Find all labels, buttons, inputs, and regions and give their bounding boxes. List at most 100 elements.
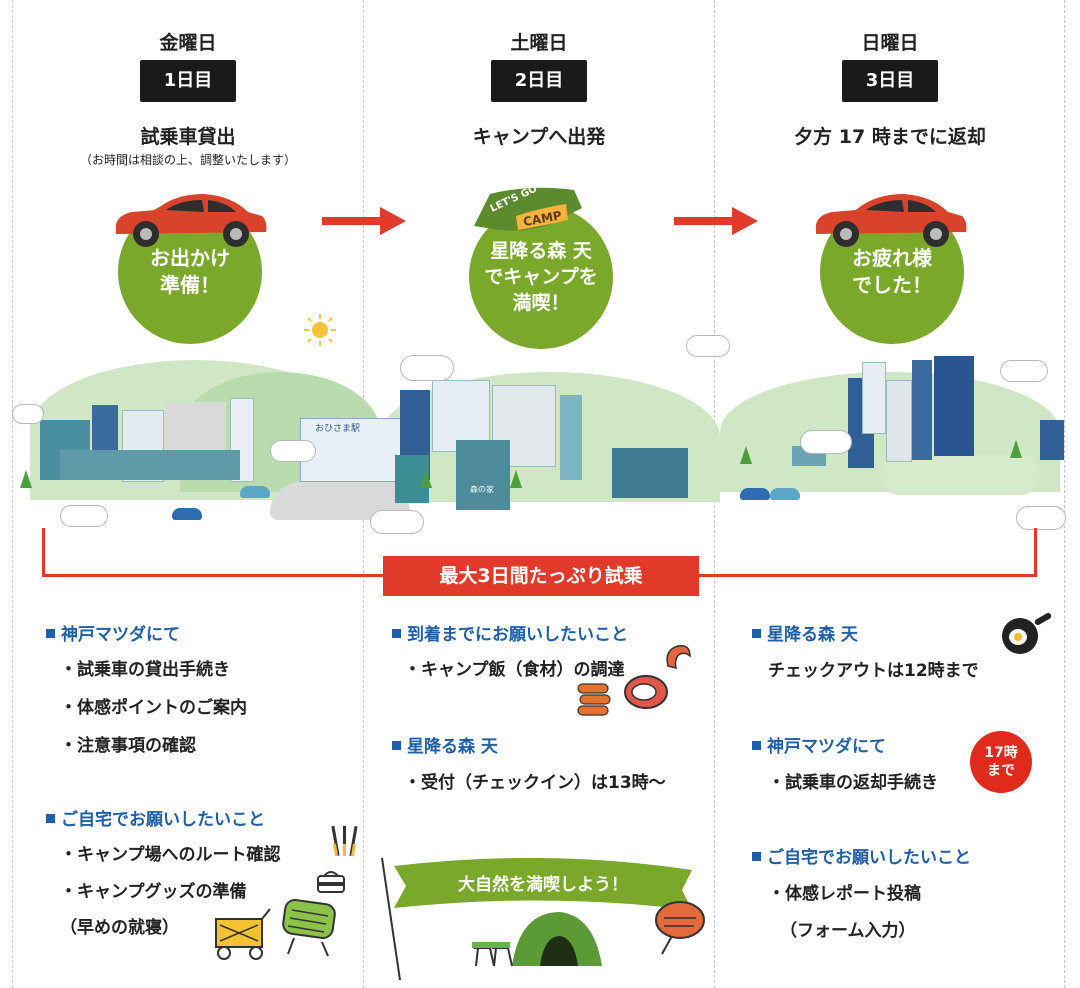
list-item: （早めの就寝） <box>60 918 179 938</box>
ribbon-text: 大自然を満喫しよう！ <box>458 874 628 895</box>
building <box>862 362 886 434</box>
camp-cart-icon <box>215 908 271 960</box>
list-item: ・キャンプ飯（食材）の調達 <box>404 660 625 680</box>
cooler-icon <box>317 871 345 893</box>
section-title-text: 神戸マツダにて <box>767 737 886 757</box>
bullet-square <box>392 741 401 750</box>
nature-ribbon: 大自然を満喫しよう！ <box>394 857 692 910</box>
circle-line: 準備！ <box>160 273 220 297</box>
deadline-badge-line: 17時 <box>984 745 1018 761</box>
divider-line <box>12 0 13 988</box>
divider-line <box>1064 0 1065 988</box>
list-item: チェックアウトは12時まで <box>768 661 979 681</box>
building <box>1040 420 1064 460</box>
section-title: 神戸マツダにて <box>46 620 180 645</box>
building <box>886 380 912 462</box>
circle-line: 星降る森 天 <box>490 240 592 262</box>
tree <box>510 470 522 488</box>
station-building: おひさま駅 <box>300 418 402 482</box>
section-title-text: 星降る森 天 <box>407 737 498 757</box>
day-note: （お時間は相談の上、調整いたします） <box>79 153 296 167</box>
section-title: 到着までにお願いしたいこと <box>392 620 628 645</box>
section-title-text: ご自宅でお願いしたいこと <box>61 810 265 830</box>
section-title: ご自宅でお願いしたいこと <box>752 843 971 868</box>
building <box>934 356 974 456</box>
tree <box>1010 440 1022 458</box>
car <box>172 508 202 520</box>
car <box>240 486 270 498</box>
list-item: ・キャンプグッズの準備 <box>60 882 247 902</box>
arrow-right-icon <box>322 207 406 235</box>
list-item: ・体感レポート投稿 <box>768 884 921 904</box>
circle-line: お出かけ <box>150 246 230 270</box>
list-item: ・体感ポイントのご案内 <box>60 698 247 718</box>
bullet-square <box>752 741 761 750</box>
cloud <box>400 355 454 381</box>
utensils-icon <box>331 825 358 857</box>
cloud <box>270 440 316 462</box>
circle-line: でキャンプを <box>484 266 598 288</box>
list-item: ・試乗車の貸出手続き <box>60 660 230 680</box>
weekday-label: 日曜日 <box>861 32 919 54</box>
day-headline: 試乗車貸出 <box>140 126 236 148</box>
bullet-square <box>752 852 761 861</box>
bbq-meat-icon <box>655 901 705 955</box>
deadline-badge-line: まで <box>987 763 1015 779</box>
tent-icon <box>472 912 602 967</box>
day-headline: キャンプへ出発 <box>472 126 606 148</box>
cloud <box>12 404 44 424</box>
weekday-label: 金曜日 <box>159 32 217 54</box>
list-item: （フォーム入力） <box>780 921 916 941</box>
section-title-text: 星降る森 天 <box>767 625 858 645</box>
circle-line: お疲れ様 <box>852 246 932 270</box>
station-sign: おひさま駅 <box>315 424 361 434</box>
cloud <box>686 335 730 357</box>
list-item: ・試乗車の返却手続き <box>768 773 938 793</box>
section-title: 神戸マツダにて <box>752 732 886 757</box>
cloud <box>1016 506 1066 530</box>
car <box>740 488 770 500</box>
day-headline: 夕方 17 時までに返却 <box>794 126 986 148</box>
car-icon <box>115 194 267 247</box>
section-title-text: 到着までにお願いしたいこと <box>407 625 628 645</box>
sausage-icon <box>577 683 611 716</box>
camp-sign-bottom: CAMP <box>522 208 563 229</box>
circle-line: 満喫！ <box>512 292 570 314</box>
section-title: ご自宅でお願いしたいこと <box>46 805 265 830</box>
bullet-square <box>392 629 401 638</box>
flag-pole <box>381 857 401 981</box>
timeline-line <box>1034 528 1037 577</box>
building <box>612 448 688 498</box>
weekday-label: 土曜日 <box>510 32 568 54</box>
sun-icon <box>304 314 336 346</box>
circle-line: でした！ <box>852 273 932 297</box>
building <box>60 450 240 480</box>
deadline-badge: 17時 まで <box>970 731 1032 793</box>
tree <box>20 470 32 488</box>
bullet-square <box>752 629 761 638</box>
camp-sign: LET'S GO CAMP <box>474 186 582 231</box>
lodge-sign: 森の家 <box>470 485 494 494</box>
bullet-square <box>46 629 55 638</box>
section-title-text: 神戸マツダにて <box>61 625 180 645</box>
cloud <box>1000 360 1048 382</box>
tree <box>740 446 752 464</box>
tree <box>420 470 432 488</box>
day-badge: 3日目 <box>842 60 938 102</box>
list-item: ・注意事項の確認 <box>60 736 196 756</box>
list-item: ・キャンプ場へのルート確認 <box>60 845 281 865</box>
lodge-building: 森の家 <box>456 440 510 510</box>
bullet-square <box>46 814 55 823</box>
cloud <box>60 505 108 527</box>
steak-icon <box>624 675 668 709</box>
section-title-text: ご自宅でお願いしたいこと <box>767 848 971 868</box>
grill-icon <box>282 898 336 957</box>
period-banner: 最大3日間たっぷり試乗 <box>383 556 699 596</box>
list-item: ・受付（チェックイン）は13時〜 <box>404 773 666 793</box>
car <box>770 488 800 500</box>
building <box>912 360 932 460</box>
car-icon <box>815 194 967 247</box>
arrow-right-icon <box>674 207 758 235</box>
section-title: 星降る森 天 <box>392 732 498 757</box>
day-badge: 1日目 <box>140 60 236 102</box>
